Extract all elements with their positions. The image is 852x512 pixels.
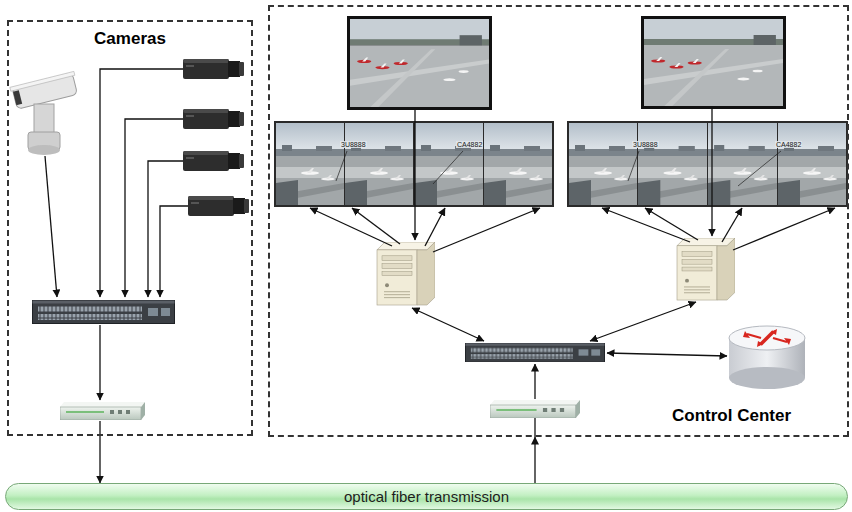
connector: [534, 437, 535, 483]
video-wall: [484, 123, 552, 205]
leader-line: [433, 151, 463, 184]
video-wall: [708, 123, 777, 205]
center-wires: [412, 308, 484, 341]
top-monitor: [641, 16, 786, 109]
callout-label: CA4882: [775, 141, 802, 148]
router: [729, 326, 805, 350]
video-wall: [274, 121, 554, 207]
router: [757, 341, 763, 347]
network-switch: [465, 343, 604, 361]
camera-wires: [45, 69, 188, 435]
center-wires: [414, 110, 415, 240]
top-monitor: [347, 16, 492, 110]
media-converter: [60, 402, 145, 420]
center-wires: [433, 208, 540, 252]
video-wall: [276, 123, 344, 205]
callout-label: 3U8888: [340, 141, 367, 148]
leader-line: [336, 151, 347, 181]
router: [729, 367, 805, 389]
router: [729, 326, 805, 389]
center-wires: [602, 208, 690, 242]
camera-wires: [45, 156, 57, 297]
ptz-camera: [28, 145, 60, 155]
callout-label: 3U8888: [632, 141, 659, 148]
ptz-camera: [34, 104, 54, 134]
router: [743, 329, 791, 347]
video-wall: [415, 123, 483, 205]
server-tower: [377, 242, 435, 305]
center-wires: [534, 418, 535, 437]
center-wires: [733, 208, 835, 250]
center-wires: [310, 109, 835, 437]
camera-wires: [148, 161, 183, 297]
video-wall: [638, 123, 707, 205]
camera-wires: [125, 119, 183, 297]
center-wires: [534, 364, 535, 399]
leader-line: [738, 151, 781, 186]
video-wall: [345, 123, 413, 205]
router: [747, 331, 787, 345]
video-wall: [567, 121, 848, 207]
router: [771, 329, 777, 335]
camera-wires: [160, 206, 188, 297]
band-label: optical fiber transmission: [344, 488, 509, 505]
control-center-region: Control Center: [268, 5, 849, 437]
top-monitor: [347, 16, 492, 110]
video-wall: [274, 121, 554, 207]
camera-wires: [99, 325, 100, 400]
connector: [99, 436, 100, 483]
ptz-camera: [13, 90, 22, 105]
server-tower: [677, 238, 735, 300]
center-wires: [352, 208, 400, 244]
region-heading: Cameras: [94, 29, 166, 49]
camera-wires: [100, 69, 183, 297]
network-switch: [33, 301, 175, 324]
camera-wires: [99, 421, 100, 435]
ptz-camera: [10, 71, 75, 91]
top-monitor: [644, 19, 783, 106]
center-wires: [607, 353, 727, 356]
media-converter: [490, 400, 580, 418]
video-wall: [569, 123, 637, 205]
box-camera: [183, 151, 244, 171]
region-heading: Control Center: [672, 406, 791, 426]
top-monitor: [641, 16, 786, 109]
router: [784, 338, 791, 345]
center-wires: [590, 302, 696, 341]
leader-line: [336, 151, 781, 186]
box-camera: [188, 196, 249, 216]
video-wall: [567, 121, 848, 207]
leader-line: [628, 151, 639, 181]
router: [743, 331, 750, 338]
center-wires: [310, 208, 392, 246]
cameras-region: Cameras: [7, 20, 253, 436]
center-wires: [425, 208, 445, 246]
box-camera: [183, 59, 244, 79]
fiber-band: optical fiber transmission: [5, 483, 848, 510]
ptz-camera: [10, 71, 80, 155]
center-wires: [722, 208, 742, 242]
center-wires: [645, 208, 698, 240]
callout-label: CA4882: [456, 141, 483, 148]
box-camera: [183, 109, 244, 129]
center-wires: [711, 109, 712, 236]
video-wall: [778, 123, 846, 205]
top-monitor: [350, 19, 489, 107]
